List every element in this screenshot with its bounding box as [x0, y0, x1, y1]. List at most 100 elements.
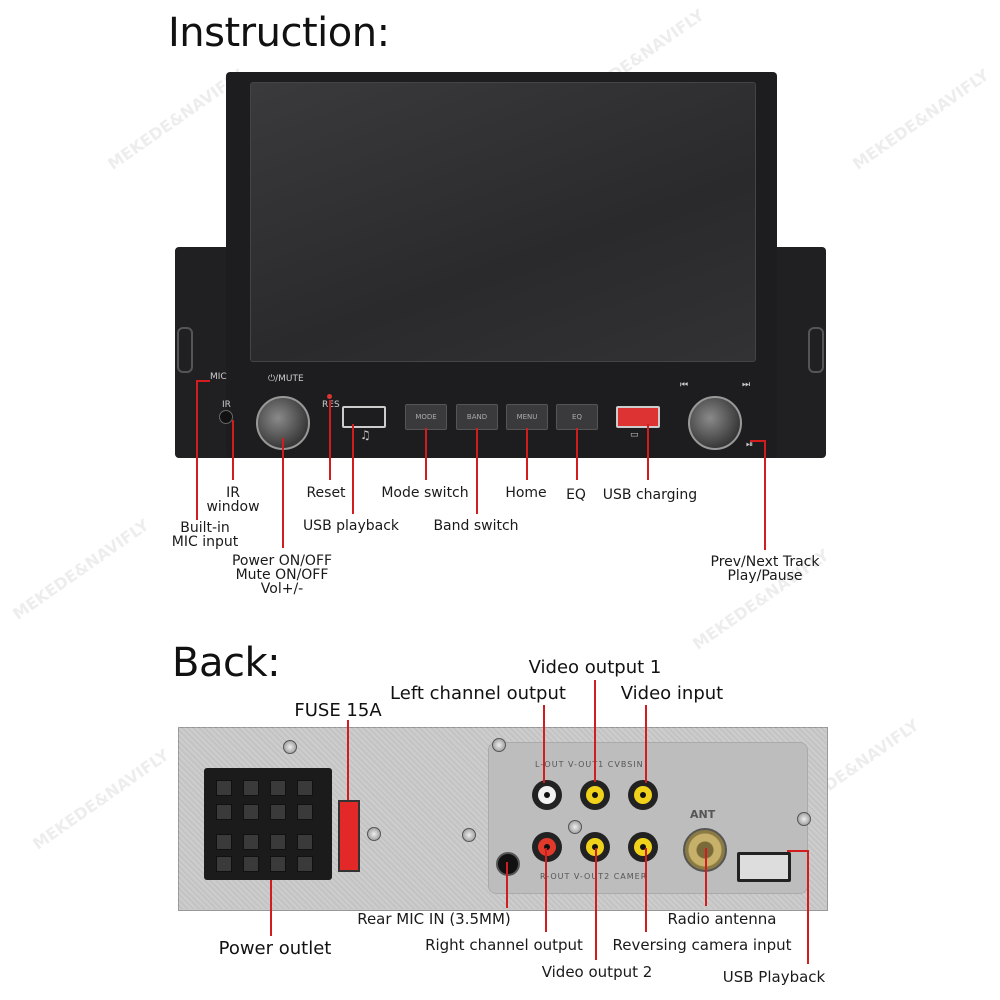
label-usb-charging: USB charging	[602, 487, 698, 503]
label-video-input: Video input	[620, 683, 724, 704]
watermark: MEKEDE&NAVIFLY	[9, 515, 153, 624]
label-usb-playback: USB playback	[302, 518, 400, 534]
callout-line-ir	[232, 420, 234, 480]
label-reversing-camera: Reversing camera input	[612, 936, 792, 954]
callout-line-usb	[352, 424, 354, 514]
touch-screen[interactable]	[250, 82, 756, 362]
label-mic-input: Built-in MIC input	[171, 520, 239, 550]
callout-line-usb-rear-h	[787, 850, 809, 852]
eq-button[interactable]: EQ	[556, 404, 598, 430]
callout-line-camera	[645, 848, 647, 932]
track-knob[interactable]	[688, 396, 742, 450]
panel-print-bottom: R-OUT V-OUT2 CAMER	[540, 872, 648, 881]
usb-playback-port[interactable]	[342, 406, 386, 428]
callout-line-power	[282, 438, 284, 548]
iso-pin	[243, 780, 259, 796]
rca-camera-in[interactable]	[628, 832, 658, 862]
callout-line-right-channel	[545, 848, 547, 932]
iso-pin	[243, 856, 259, 872]
label-fuse: FUSE 15A	[294, 700, 382, 721]
callout-line-left-channel	[543, 705, 545, 783]
screw	[492, 738, 506, 752]
usb-charging-port[interactable]	[616, 406, 660, 428]
callout-line-power-outlet	[270, 880, 272, 936]
ir-mark: IR	[222, 400, 231, 410]
callout-line-mic	[196, 380, 198, 520]
mount-slot-right	[808, 327, 824, 373]
rca-video-out-1[interactable]	[580, 780, 610, 810]
callout-line-antenna	[705, 848, 707, 906]
iso-pin	[243, 804, 259, 820]
band-button[interactable]: BAND	[456, 404, 498, 430]
reset-button[interactable]	[327, 394, 332, 399]
iso-pin	[216, 834, 232, 850]
label-ir-window: IR window	[206, 485, 260, 515]
next-track-icon: ⏭	[742, 380, 751, 390]
mode-button[interactable]: MODE	[405, 404, 447, 430]
callout-line-mic-h	[196, 380, 210, 382]
callout-line-video-in	[645, 705, 647, 783]
mute-mark: ⏻/MUTE	[268, 374, 304, 384]
watermark: MEKEDE&NAVIFLY	[29, 745, 173, 854]
screw	[367, 827, 381, 841]
iso-pin	[270, 804, 286, 820]
callout-line-rear-mic	[506, 862, 508, 908]
callout-line-eq	[576, 428, 578, 480]
iso-pin	[297, 780, 313, 796]
callout-line-track	[764, 440, 766, 550]
iso-pin	[216, 780, 232, 796]
label-mode-switch: Mode switch	[381, 485, 469, 501]
label-power-outlet: Power outlet	[218, 938, 332, 959]
label-prev-next: Prev/Next Track Play/Pause	[710, 554, 820, 584]
rear-mic-jack[interactable]	[496, 852, 520, 876]
label-radio-antenna: Radio antenna	[667, 910, 777, 928]
callout-line-band	[476, 428, 478, 514]
iso-pin	[216, 804, 232, 820]
play-pause-icon: ⏯	[746, 440, 754, 450]
watermark: MEKEDE&NAVIFLY	[849, 65, 993, 174]
ir-sensor	[219, 410, 233, 424]
iso-pin	[243, 834, 259, 850]
panel-print-top: L-OUT V-OUT1 CVBSIN	[535, 760, 644, 769]
mount-slot-left	[177, 327, 193, 373]
iso-pin	[297, 804, 313, 820]
fuse[interactable]	[338, 800, 360, 872]
callout-line-reset	[329, 400, 331, 480]
callout-line-video-out-2	[595, 848, 597, 960]
label-rear-mic: Rear MIC IN (3.5MM)	[357, 910, 511, 928]
iso-pin	[216, 856, 232, 872]
label-power: Power ON/OFF Mute ON/OFF Vol+/-	[231, 553, 333, 597]
label-reset: Reset	[306, 485, 346, 501]
callout-line-usb-rear	[807, 850, 809, 964]
iso-pin	[297, 834, 313, 850]
callout-line-mode	[425, 428, 427, 480]
rca-video-in[interactable]	[628, 780, 658, 810]
iso-pin	[270, 780, 286, 796]
screw	[797, 812, 811, 826]
rca-right-out[interactable]	[532, 832, 562, 862]
iso-pin	[270, 856, 286, 872]
screw	[462, 828, 476, 842]
instruction-heading: Instruction:	[168, 10, 390, 56]
callout-line-home	[526, 428, 528, 480]
panel-print-ant: ANT	[690, 808, 716, 821]
callout-line-usb-charge	[647, 424, 649, 480]
label-left-channel: Left channel output	[390, 683, 566, 704]
callout-line-fuse	[347, 720, 349, 800]
music-note-icon: ♫	[360, 428, 371, 442]
back-heading: Back:	[172, 640, 281, 686]
menu-button[interactable]: MENU	[506, 404, 548, 430]
iso-pin	[297, 856, 313, 872]
label-band-switch: Band switch	[433, 518, 519, 534]
screw	[283, 740, 297, 754]
rca-video-out-2[interactable]	[580, 832, 610, 862]
iso-pin	[270, 834, 286, 850]
label-video-output-2: Video output 2	[541, 963, 653, 981]
usb-playback-port-rear[interactable]	[737, 852, 791, 882]
label-right-channel: Right channel output	[425, 936, 583, 954]
label-video-output-1: Video output 1	[528, 657, 662, 678]
callout-line-video-out-1	[594, 680, 596, 782]
label-usb-playback-rear: USB Playback	[722, 968, 826, 986]
callout-line-track-h	[750, 440, 766, 442]
rca-left-out[interactable]	[532, 780, 562, 810]
